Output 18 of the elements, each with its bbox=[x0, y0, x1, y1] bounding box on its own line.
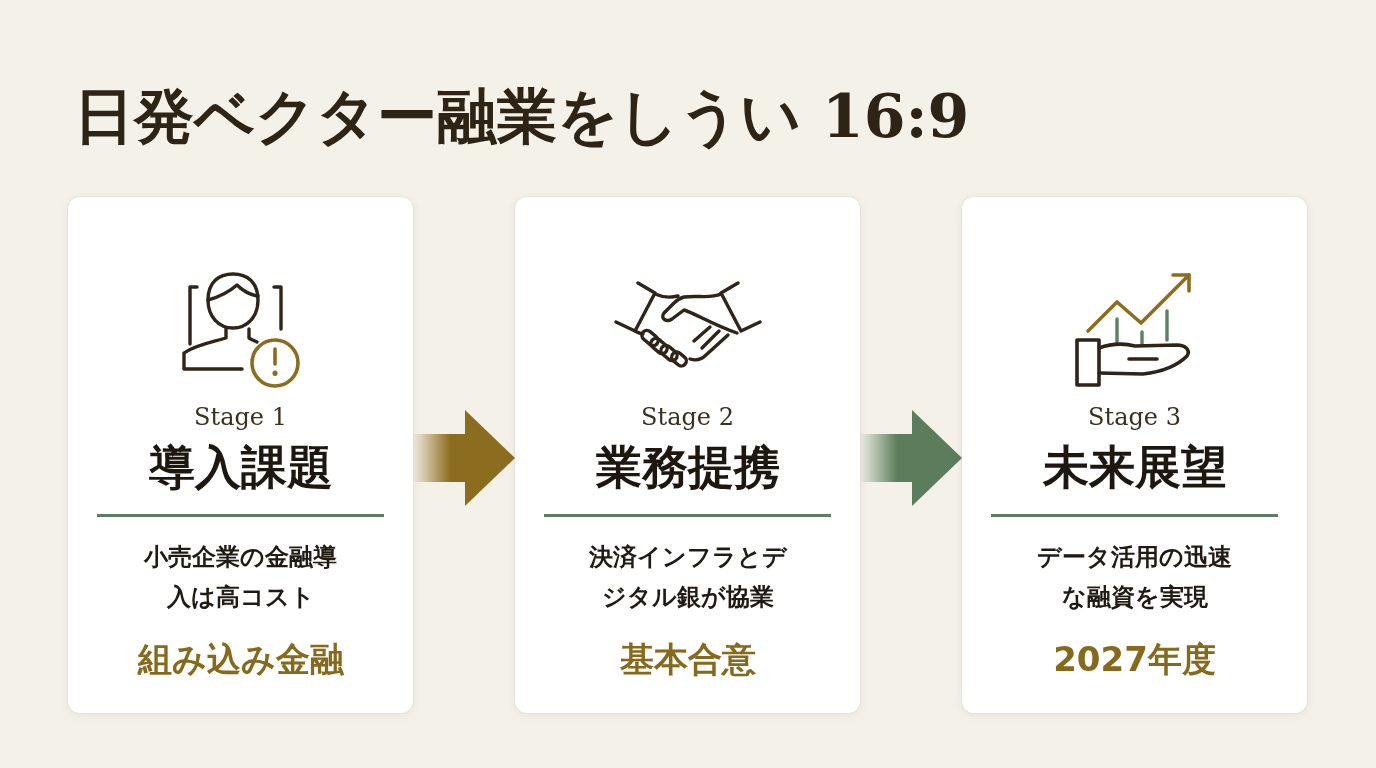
arrow bbox=[860, 410, 962, 506]
stage-card bbox=[515, 197, 860, 713]
stage-highlight: 組み込み金融 bbox=[137, 638, 344, 681]
stage-description: データ活用の迅速な融資を実現 bbox=[1036, 542, 1233, 613]
stage-title: 導入課題 bbox=[148, 439, 333, 496]
stage-label: Stage 3 bbox=[1088, 402, 1181, 432]
stage-title: 未来展望 bbox=[1042, 439, 1227, 496]
page-title: 日発ベクター融業をしうい 16:9 bbox=[74, 80, 970, 152]
arrow bbox=[413, 410, 515, 506]
stage-description: 決済インフラとデジタル銀が協業 bbox=[587, 542, 788, 613]
stage-highlight: 基本合意 bbox=[619, 638, 756, 681]
stage-label: Stage 1 bbox=[194, 402, 287, 432]
stage-title: 業務提携 bbox=[595, 439, 780, 496]
stage-highlight: 2027年度 bbox=[1053, 638, 1216, 681]
stage-card bbox=[68, 197, 413, 713]
stage-card bbox=[962, 197, 1307, 713]
stage-description: 小売企業の金融導入は高コスト bbox=[142, 542, 338, 613]
stage-label: Stage 2 bbox=[641, 402, 734, 432]
